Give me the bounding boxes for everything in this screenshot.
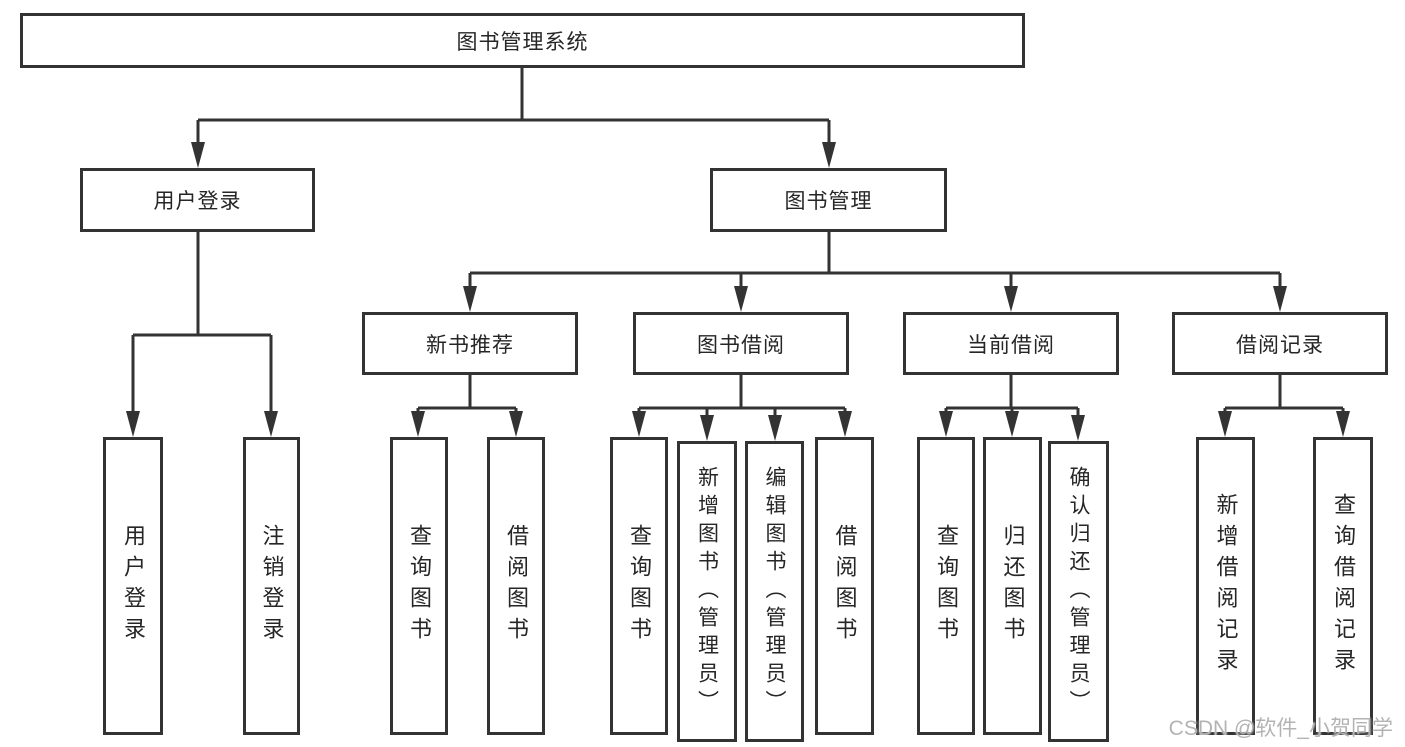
node-leaf-borrow-books: 借阅图书 [487, 437, 545, 735]
node-leaf-logout: 注销登录 [243, 437, 300, 735]
node-label: 当前借阅 [967, 333, 1055, 357]
node-current-borrow: 当前借阅 [903, 312, 1119, 375]
node-leaf-query-books-2: 查询图书 [610, 437, 668, 735]
node-label: 注销登录 [259, 524, 285, 648]
node-label: 查询图书 [934, 524, 959, 648]
watermark: CSDN @软件_小贺同学 [1168, 717, 1393, 740]
node-book-management: 图书管理 [710, 168, 947, 232]
node-label: 图书管理 [784, 190, 873, 213]
node-label: 借阅记录 [1236, 333, 1324, 357]
node-label: 确认归还（管理员） [1067, 465, 1090, 718]
node-leaf-return-books: 归还图书 [983, 437, 1042, 735]
node-label: 查询图书 [627, 524, 652, 648]
node-label: 用户登录 [153, 190, 242, 213]
node-leaf-query-books-3: 查询图书 [917, 437, 975, 735]
node-leaf-edit-books-admin: 编辑图书（管理员） [745, 441, 804, 742]
node-label: 图书借阅 [697, 333, 785, 357]
node-label: 借阅图书 [504, 524, 529, 648]
node-leaf-user-login: 用户登录 [103, 437, 163, 735]
node-label: 编辑图书（管理员） [763, 465, 786, 718]
node-book-borrow: 图书借阅 [633, 312, 849, 375]
node-label: 新增借阅记录 [1213, 493, 1239, 679]
node-label: 新增图书（管理员） [695, 465, 719, 718]
node-user-login: 用户登录 [80, 168, 315, 232]
node-leaf-add-books-admin: 新增图书（管理员） [677, 441, 737, 742]
node-leaf-borrow-books-2: 借阅图书 [815, 437, 874, 735]
node-label: 查询借阅记录 [1331, 493, 1356, 679]
node-label: 归还图书 [1000, 524, 1026, 648]
node-new-book-recommend: 新书推荐 [362, 312, 578, 375]
node-label: 新书推荐 [426, 333, 514, 357]
node-label: 借阅图书 [832, 524, 858, 648]
node-label: 图书管理系统 [456, 30, 589, 54]
node-leaf-confirm-return-admin: 确认归还（管理员） [1048, 441, 1109, 742]
node-leaf-add-borrow-record: 新增借阅记录 [1196, 437, 1255, 735]
node-leaf-query-borrow-record: 查询借阅记录 [1313, 437, 1373, 735]
node-library-management-system: 图书管理系统 [20, 13, 1025, 68]
node-borrow-record: 借阅记录 [1172, 312, 1388, 375]
node-leaf-query-books: 查询图书 [390, 437, 448, 735]
node-label: 用户登录 [121, 524, 146, 648]
node-label: 查询图书 [407, 524, 432, 648]
